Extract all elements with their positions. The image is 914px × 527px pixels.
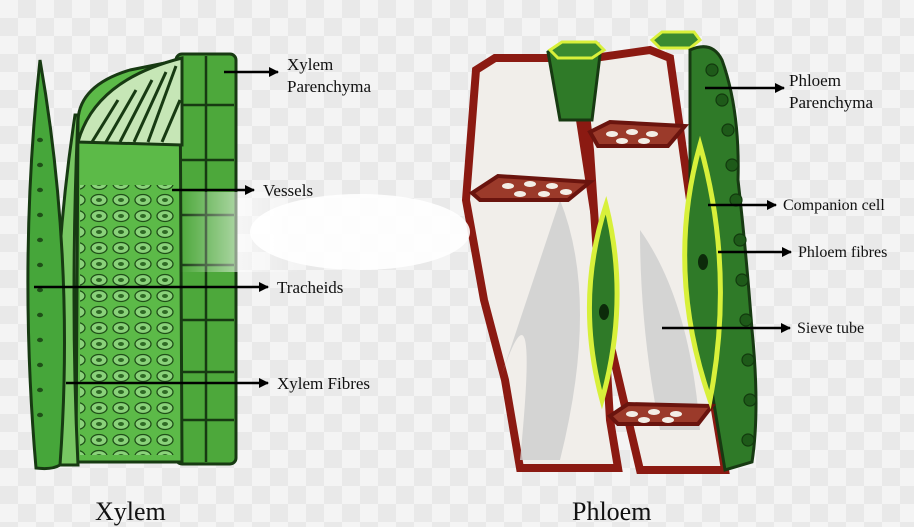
label-tracheids: Tracheids: [277, 278, 343, 297]
sieve-plate-upper-left: [472, 176, 590, 200]
label-phloem-fibres: Phloem fibres: [798, 244, 887, 261]
label-phloem-parenchyma-line2: Parenchyma: [789, 93, 873, 112]
sieve-plate-lower: [610, 404, 712, 424]
label-sieve-tube: Sieve tube: [797, 320, 864, 337]
caption-phloem: Phloem: [572, 497, 651, 526]
xylem-tracheid-cell: [28, 60, 65, 469]
label-companion-cell: Companion cell: [783, 197, 885, 214]
label-vessels: Vessels: [263, 181, 313, 200]
label-xylem-parenchyma-line1: Xylem: [287, 55, 333, 74]
label-xylem-fibres: Xylem Fibres: [277, 374, 370, 393]
companion-nucleus-right: [698, 254, 708, 270]
phloem-drawing: [466, 32, 756, 470]
label-phloem-parenchyma-line1: Phloem: [789, 71, 841, 90]
companion-nucleus-left: [599, 304, 609, 320]
top-cap-left: [550, 42, 604, 58]
sieve-plate-upper-right: [590, 122, 685, 146]
vessel-pits: [80, 185, 178, 455]
label-xylem-parenchyma-line2: Parenchyma: [287, 77, 371, 96]
caption-xylem: Xylem: [95, 497, 166, 526]
top-cap-right: [652, 32, 700, 48]
center-haze: [250, 194, 470, 270]
xylem-drawing: [28, 54, 300, 469]
